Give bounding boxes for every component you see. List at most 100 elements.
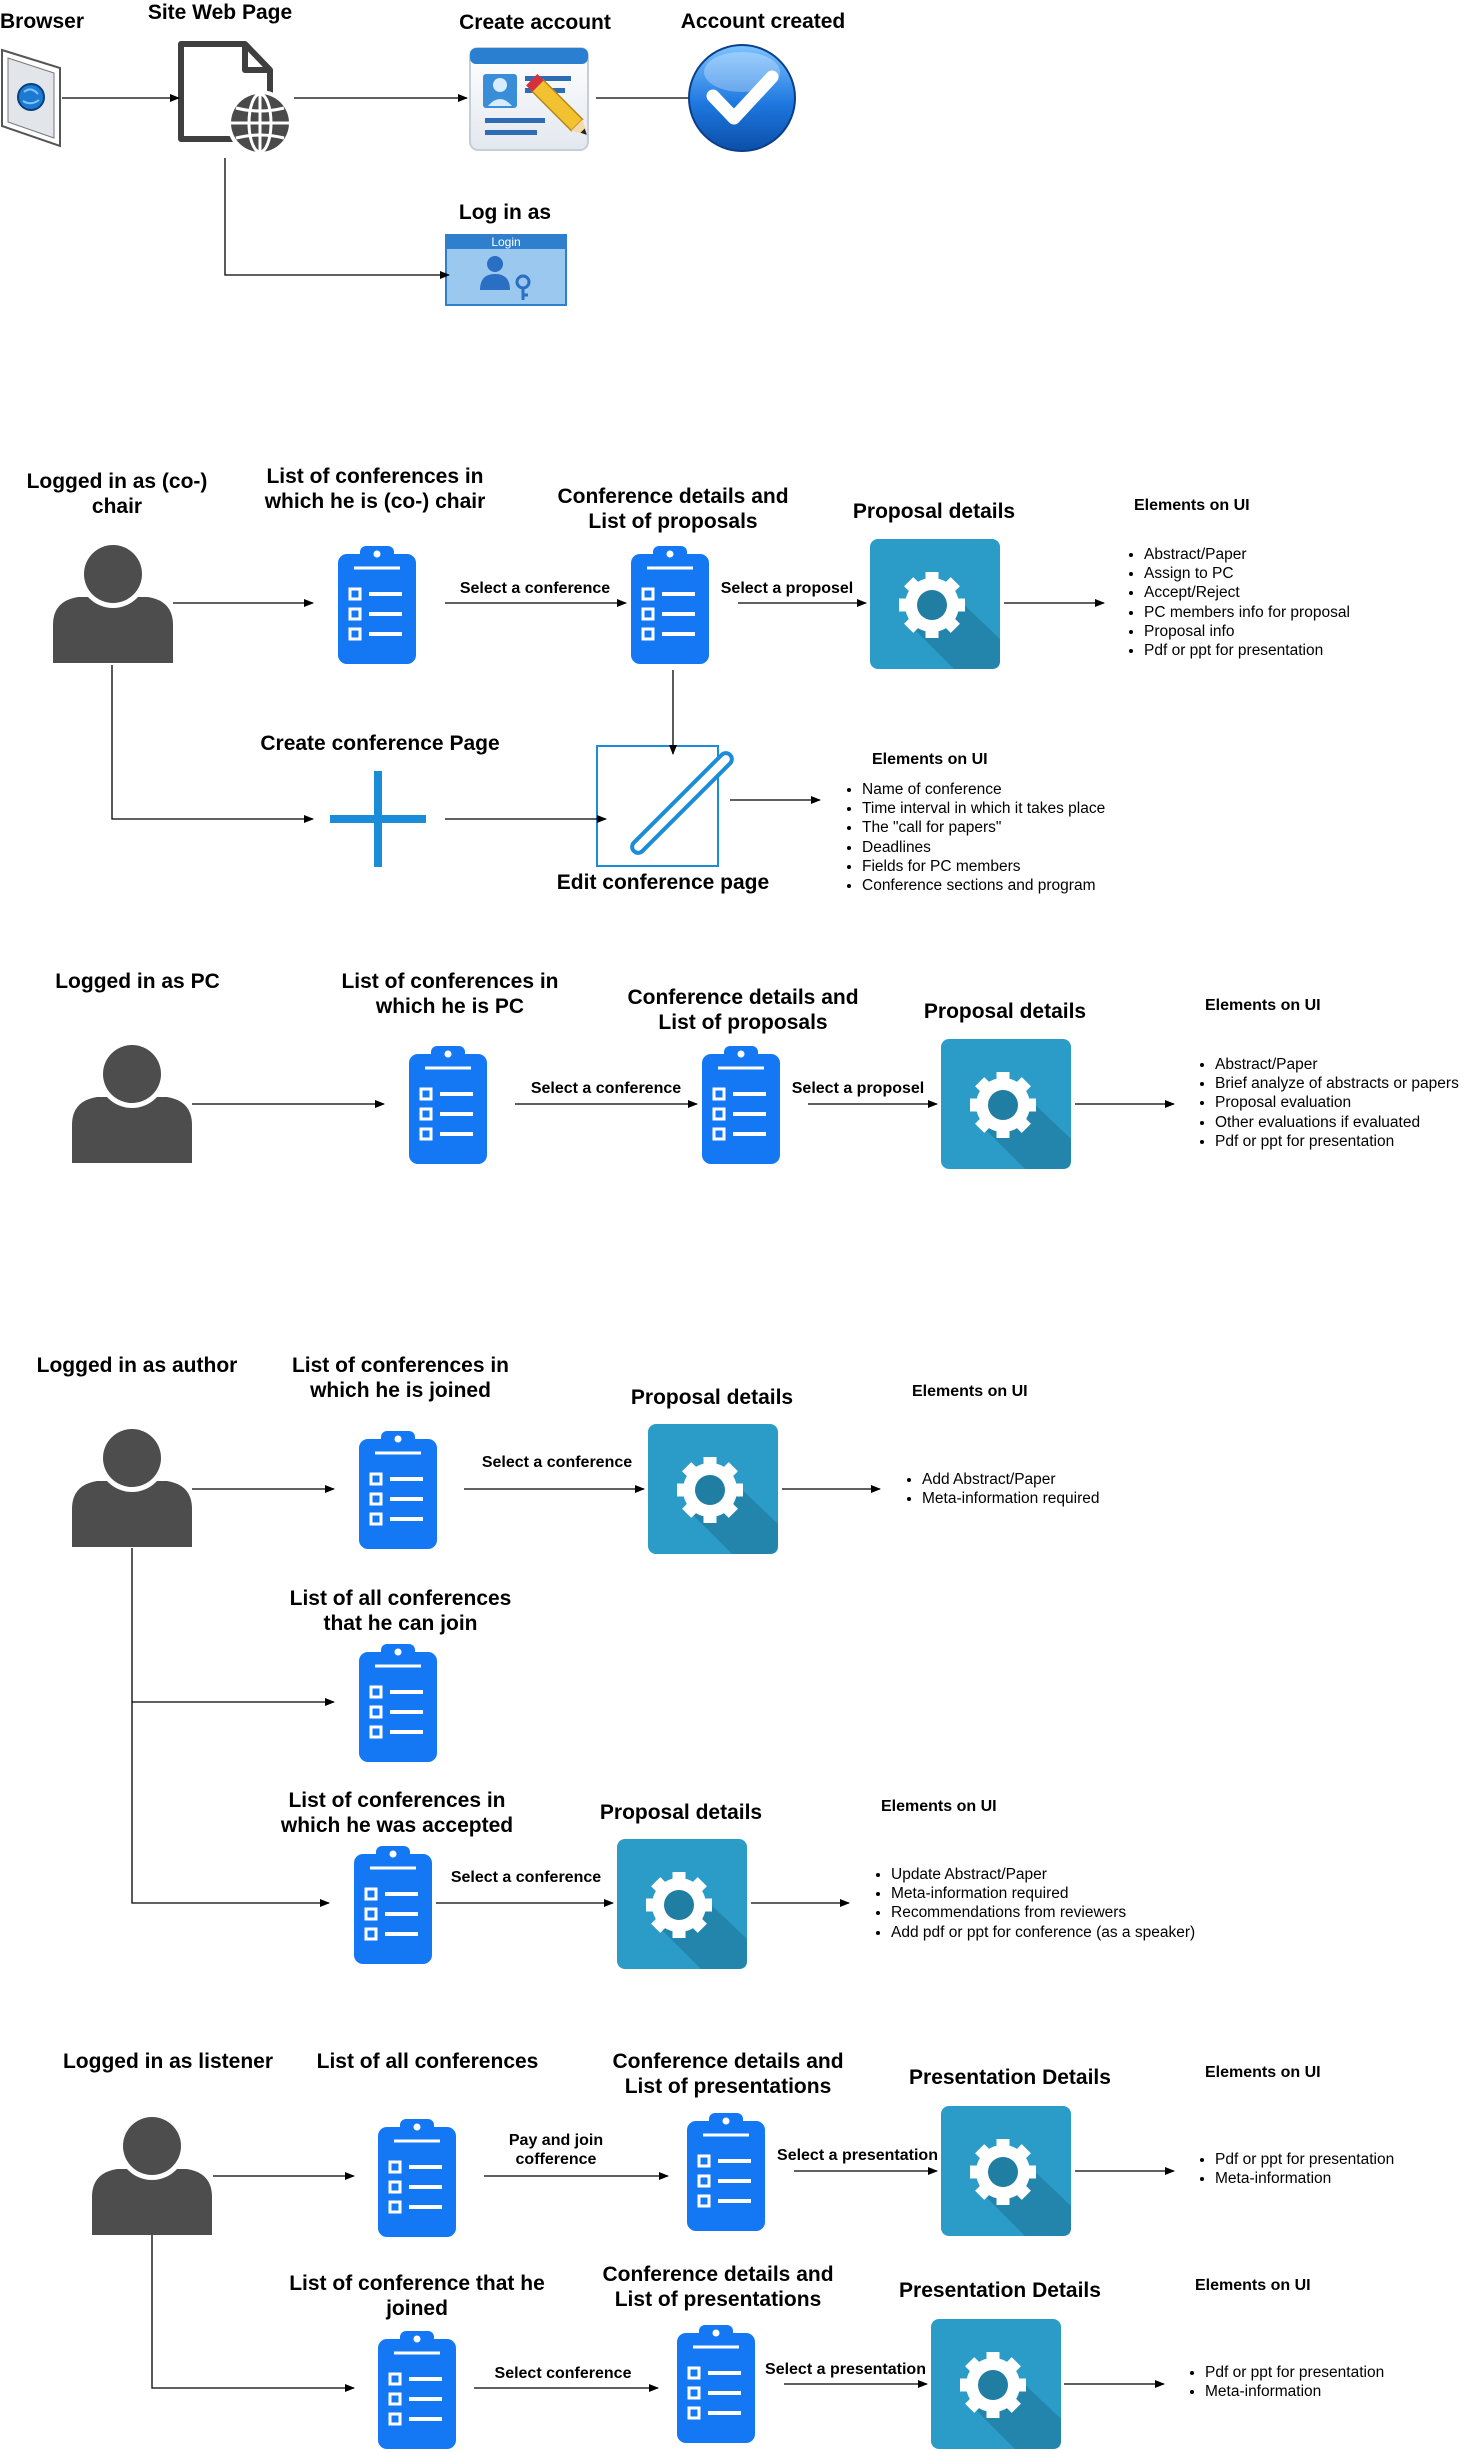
element-item: Meta-information (1215, 2169, 1394, 2188)
listener-joined-list-label: List of conference that he joined (289, 2272, 545, 2320)
author-connectors (131, 1485, 881, 1907)
chair-edit-elements-heading: Elements on UI (872, 751, 988, 768)
element-item: Abstract/Paper (1215, 1055, 1459, 1074)
chair-edit-page-icon[interactable] (596, 745, 734, 867)
pc-details-label: Conference details and List of proposals (627, 986, 859, 1034)
author-actor-label: Logged in as author (36, 1354, 238, 1377)
site-web-page-label: Site Web Page (147, 1, 293, 24)
chair-list-clipboard-icon[interactable] (336, 544, 418, 666)
chair-create-page-label: Create conference Page (260, 732, 500, 755)
element-item: Name of conference (862, 780, 1105, 799)
author-all-clipboard-icon[interactable] (357, 1642, 439, 1764)
web-page-icon (178, 41, 293, 156)
element-item: Proposal evaluation (1215, 1093, 1459, 1112)
listener-actor-label: Logged in as listener (62, 2050, 274, 2073)
listener-details2-clipboard-icon[interactable] (675, 2323, 757, 2445)
chair-proposal-gear-icon[interactable] (870, 539, 1000, 669)
pc-proposal-gear-icon[interactable] (941, 1039, 1071, 1169)
author-accepted-clipboard-icon[interactable] (352, 1844, 434, 1966)
log-in-as-label: Log in as (458, 201, 552, 224)
chair-edit-page-label: Edit conference page (556, 871, 770, 894)
chair-elements-heading: Elements on UI (1134, 497, 1250, 514)
listener-elements2-heading: Elements on UI (1195, 2277, 1311, 2294)
author-elements-heading: Elements on UI (912, 1383, 1028, 1400)
author-accepted-gear-icon[interactable] (617, 1839, 747, 1969)
element-item: PC members info for proposal (1144, 603, 1350, 622)
pc-details-clipboard-icon[interactable] (700, 1044, 782, 1166)
author-accepted-select-label: Select a conference (450, 1869, 602, 1886)
chair-select-conference-label: Select a conference (459, 580, 611, 597)
element-item: Pdf or ppt for presentation (1215, 2150, 1394, 2169)
author-user-icon (72, 1424, 192, 1547)
chair-connectors (111, 599, 1105, 823)
element-item: Brief analyze of abstracts or papers (1215, 1074, 1459, 1093)
browser-label: Browser (0, 10, 85, 33)
listener-details-clipboard-icon[interactable] (685, 2111, 767, 2233)
element-item: Proposal info (1144, 622, 1350, 641)
author-accepted-elements-list: Update Abstract/PaperMeta-information re… (871, 1865, 1195, 1942)
element-item: Pdf or ppt for presentation (1205, 2363, 1384, 2382)
element-item: Pdf or ppt for presentation (1215, 1132, 1459, 1151)
listener-select-presentation-label: Select a presentation (777, 2147, 938, 2164)
signup-connectors (62, 94, 688, 279)
element-item: Update Abstract/Paper (891, 1865, 1195, 1884)
create-account-icon (469, 47, 589, 151)
listener-elements-list: Pdf or ppt for presentationMeta-informat… (1195, 2150, 1394, 2188)
element-item: The "call for papers" (862, 818, 1105, 837)
pc-list-label: List of conferences in which he is PC (341, 970, 559, 1018)
author-accepted-elements-heading: Elements on UI (881, 1798, 997, 1815)
element-item: Recommendations from reviewers (891, 1903, 1195, 1922)
account-created-label: Account created (680, 10, 846, 33)
listener-select-presentation2-label: Select a presentation (765, 2361, 926, 2378)
listener-all-clipboard-icon[interactable] (376, 2117, 458, 2239)
element-item: Time interval in which it takes place (862, 799, 1105, 818)
chair-elements-list: Abstract/PaperAssign to PCAccept/RejectP… (1124, 545, 1350, 660)
login-window-icon (445, 234, 567, 306)
author-proposal-label: Proposal details (630, 1386, 794, 1409)
element-item: Deadlines (862, 838, 1105, 857)
listener-select-conference-label: Select conference (494, 2365, 632, 2382)
pc-list-clipboard-icon[interactable] (407, 1044, 489, 1166)
listener-elements-heading: Elements on UI (1205, 2064, 1321, 2081)
pc-elements-list: Abstract/PaperBrief analyze of abstracts… (1195, 1055, 1459, 1151)
chair-plus-icon[interactable] (330, 771, 426, 867)
pc-user-icon (72, 1040, 192, 1163)
author-joined-list-label: List of conferences in which he is joine… (291, 1354, 510, 1402)
chair-actor-label: Logged in as (co-) chair (26, 470, 208, 518)
listener-all-list-label: List of all conferences (316, 2050, 539, 2073)
listener-presentation2-label: Presentation Details (899, 2279, 1101, 2302)
listener-details-label: Conference details and List of presentat… (612, 2050, 844, 2098)
author-all-list-label: List of all conferences that he can join (289, 1587, 512, 1635)
listener-joined-clipboard-icon[interactable] (376, 2329, 458, 2451)
chair-details-clipboard-icon[interactable] (629, 544, 711, 666)
author-joined-clipboard-icon[interactable] (357, 1429, 439, 1551)
chair-user-icon (53, 540, 173, 663)
element-item: Add Abstract/Paper (922, 1470, 1099, 1489)
author-proposal-gear-icon[interactable] (648, 1424, 778, 1554)
chair-proposal-label: Proposal details (852, 500, 1016, 523)
listener-pay-join-label: Pay and join cofference (508, 2132, 604, 2168)
chair-details-label: Conference details and List of proposals (557, 485, 789, 533)
pc-proposal-label: Proposal details (923, 1000, 1087, 1023)
listener-presentation2-gear-icon[interactable] (931, 2319, 1061, 2449)
pc-elements-heading: Elements on UI (1205, 997, 1321, 1014)
chair-list-label: List of conferences in which he is (co-)… (264, 465, 486, 513)
browser-icon (0, 48, 61, 148)
listener-presentation-label: Presentation Details (909, 2066, 1111, 2089)
account-created-check-icon (688, 44, 796, 152)
element-item: Abstract/Paper (1144, 545, 1350, 564)
author-select-conference-label: Select a conference (481, 1454, 633, 1471)
element-item: Accept/Reject (1144, 583, 1350, 602)
listener-connectors (151, 2167, 1175, 2392)
pc-select-proposal-label: Select a proposel (791, 1080, 925, 1097)
element-item: Meta-information (1205, 2382, 1384, 2401)
listener-presentation-gear-icon[interactable] (941, 2106, 1071, 2236)
login-window-title: Login (491, 235, 521, 249)
element-item: Add pdf or ppt for conference (as a spea… (891, 1923, 1195, 1942)
author-elements-list: Add Abstract/PaperMeta-information requi… (902, 1470, 1099, 1508)
listener-details2-label: Conference details and List of presentat… (602, 2263, 834, 2311)
element-item: Fields for PC members (862, 857, 1105, 876)
pc-actor-label: Logged in as PC (55, 970, 220, 993)
listener-user-icon (92, 2112, 212, 2235)
author-accepted-list-label: List of conferences in which he was acce… (280, 1789, 514, 1837)
